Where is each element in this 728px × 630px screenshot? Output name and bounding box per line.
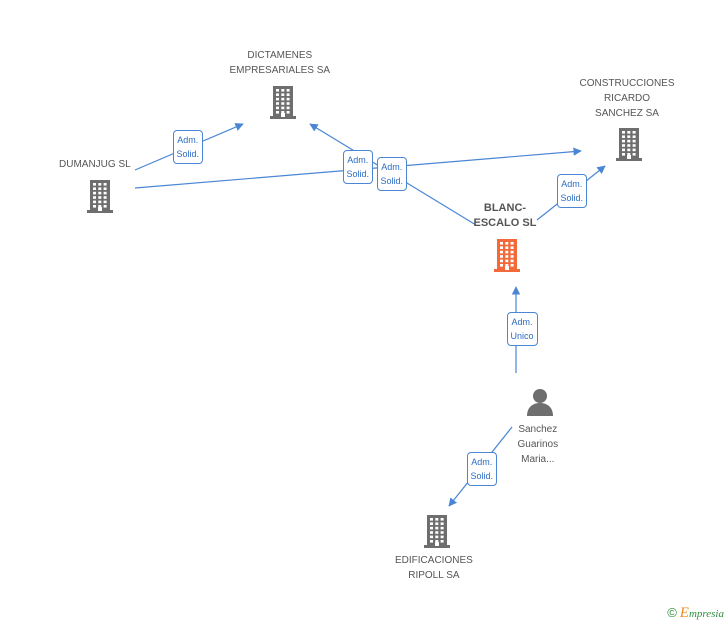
copyright-icon: ©: [667, 605, 677, 620]
node-label-line: RICARDO: [603, 92, 651, 104]
brand-footer: ©Empresia: [667, 605, 724, 622]
edge-badge-label: Adm.: [511, 317, 533, 327]
node-label-line: RIPOLL SA: [408, 570, 460, 581]
building-icon[interactable]: [85, 179, 115, 218]
building-icon[interactable]: [492, 238, 522, 277]
node-label-line: CONSTRUCCIONES: [579, 77, 675, 89]
building-icon[interactable]: [614, 127, 644, 166]
brand-logo-initial: E: [679, 605, 689, 621]
node-label-blanc[interactable]: BLANC- ESCALO SL: [474, 201, 537, 231]
edge-badge-label: Adm.: [347, 155, 369, 165]
node-label-line: ESCALO SL: [473, 217, 537, 229]
edge-badge-label: Solid.: [470, 471, 494, 481]
node-label-line: DICTAMENES: [247, 50, 313, 61]
building-icon[interactable]: [422, 514, 452, 553]
node-label-edificaciones[interactable]: EDIFICACIONES RIPOLL SA: [395, 553, 473, 583]
edge-badge-label: Adm.: [471, 457, 493, 467]
person-icon[interactable]: [525, 387, 555, 422]
edge-badge-sanchez-edificaciones[interactable]: Adm. Solid.: [466, 452, 498, 486]
edge-badge-dumanjug-dictamenes[interactable]: Adm. Solid.: [172, 130, 204, 164]
edge-badge-blanc-dictamenes[interactable]: Adm. Solid.: [342, 150, 374, 184]
edge-badge-label: Solid.: [380, 176, 404, 186]
edge-badge-label: Adm.: [177, 135, 199, 145]
node-label-line: DUMANJUG SL: [59, 158, 131, 170]
node-label-line: Sanchez: [518, 423, 558, 435]
node-label-line: EDIFICACIONES: [395, 555, 473, 566]
node-label-line: SANCHEZ SA: [595, 107, 659, 119]
edge-badge-blanc-construcciones[interactable]: Adm. Solid.: [556, 174, 588, 208]
node-label-dumanjug[interactable]: DUMANJUG SL: [59, 157, 131, 172]
building-icon[interactable]: [268, 85, 298, 124]
node-label-line: BLANC-: [483, 202, 527, 214]
edge-badge-label: Solid.: [346, 169, 370, 179]
node-label-line: EMPRESARIALES SA: [229, 65, 331, 76]
edge-badge-label: Solid.: [560, 193, 584, 203]
node-label-dictamenes[interactable]: DICTAMENES EMPRESARIALES SA: [230, 48, 331, 78]
edge-badge-label: Adm.: [561, 179, 583, 189]
edge-badge-dumanjug-construcciones[interactable]: Adm. Solid.: [376, 157, 408, 191]
edge-badge-label: Solid.: [176, 149, 200, 159]
node-label-line: Maria...: [521, 453, 555, 465]
edge-badge-label: Unico: [510, 331, 534, 341]
edge-badge-label: Adm.: [381, 162, 403, 172]
edge-badge-sanchez-blanc[interactable]: Adm. Unico: [506, 312, 538, 346]
node-label-line: Guarinos: [517, 438, 559, 450]
brand-logo-text: mpresia: [688, 608, 724, 620]
node-label-construcciones[interactable]: CONSTRUCCIONES RICARDO SANCHEZ SA: [580, 76, 675, 121]
